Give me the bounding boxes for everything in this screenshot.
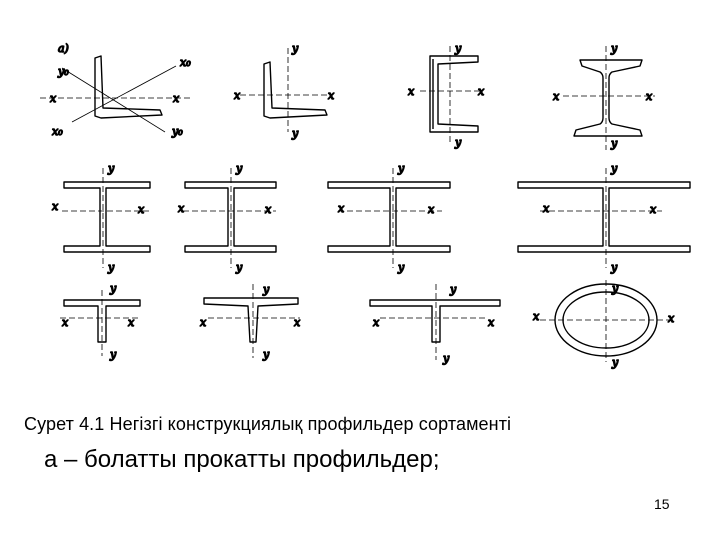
axis-label-x-left: x	[52, 200, 59, 213]
axis-label-y-bottom: y	[397, 261, 405, 274]
axis-label-y-bottom: y	[610, 137, 618, 150]
axis-label-y-bottom: y	[454, 136, 462, 149]
axis-label-x-left: x	[338, 202, 345, 215]
axis-label-y-bottom: y	[442, 352, 450, 365]
axis-label-x-right: x	[488, 316, 495, 329]
figure-caption-line-1: Сурет 4.1 Негізгі конструкциялық профиль…	[24, 414, 512, 434]
axis-label-x-left: x	[553, 90, 560, 103]
axis-label-y-top: y	[610, 162, 618, 175]
axis-label-x-right: x	[173, 92, 180, 105]
axis-label-y-top: y	[449, 283, 457, 296]
axis-label-x-left: x	[62, 316, 69, 329]
figure-caption-line-2: а – болатты прокатты профильдер;	[44, 446, 440, 473]
channel-profile	[420, 46, 482, 144]
axis-label-x-right: x	[128, 316, 135, 329]
axis-label-x-left: x	[533, 310, 540, 323]
wide-flange-i-beam-1	[62, 168, 151, 268]
wide-flange-i-beam-3	[327, 168, 451, 268]
axis-label-y-top: y	[611, 282, 619, 295]
rolled-profiles-figure: а) y₀ x₀ x x x₀ y₀ x x y y x x y y	[40, 41, 691, 370]
subfigure-label: а)	[58, 42, 69, 55]
t-section-profile-3	[369, 284, 501, 360]
axis-label-y0-bottom: y₀	[171, 125, 183, 138]
unequal-angle-profile	[240, 48, 330, 132]
wide-flange-i-beam-2	[183, 168, 277, 268]
axis-label-y-bottom: y	[291, 127, 299, 140]
axis-label-y-top: y	[262, 283, 270, 296]
wide-flange-i-beam-4	[517, 168, 691, 268]
axis-label-x-left: x	[408, 85, 415, 98]
axis-label-y-bottom: y	[611, 356, 619, 369]
axis-label-x-right: x	[328, 89, 335, 102]
equal-angle-profile	[40, 55, 190, 133]
axis-label-y-bottom: y	[610, 261, 618, 274]
axis-label-x-left: x	[234, 89, 241, 102]
axis-label-x-left: x	[200, 316, 207, 329]
axis-label-y-top: y	[610, 42, 618, 55]
axis-label-x-left: x	[543, 202, 550, 215]
axis-label-y-top: y	[235, 162, 243, 175]
axis-label-y0-top: y₀	[57, 65, 69, 78]
t-section-profile-1	[60, 290, 141, 356]
axis-label-x-right: x	[478, 85, 485, 98]
axis-label-y-bottom: y	[235, 261, 243, 274]
axis-label-y-bottom: y	[107, 261, 115, 274]
axis-label-y-top: y	[291, 42, 299, 55]
axis-label-x0-top: x₀	[180, 56, 191, 69]
axis-label-y-bottom: y	[262, 348, 270, 361]
axis-label-y-top: y	[107, 162, 115, 175]
axis-label-x-right: x	[138, 203, 145, 216]
axis-label-x-right: x	[265, 203, 272, 216]
axis-label-x-left: x	[50, 92, 57, 105]
axis-label-x0-bottom: x₀	[52, 125, 63, 138]
axis-label-x-left: x	[178, 202, 185, 215]
page-number: 15	[654, 496, 670, 512]
axis-label-y-top: y	[397, 162, 405, 175]
axis-label-x-right: x	[294, 316, 301, 329]
i-beam-tapered-profile	[563, 46, 655, 150]
axis-label-x-left: x	[373, 316, 380, 329]
pipe-profile	[540, 280, 670, 362]
t-section-profile-2	[203, 284, 300, 358]
axis-label-x-right: x	[650, 203, 657, 216]
axis-label-y-top: y	[454, 42, 462, 55]
axis-label-x-right: x	[428, 203, 435, 216]
axis-label-x-right: x	[646, 90, 653, 103]
axis-label-y-top: y	[109, 282, 117, 295]
axis-label-y-bottom: y	[109, 348, 117, 361]
axis-label-x-right: x	[668, 312, 675, 325]
